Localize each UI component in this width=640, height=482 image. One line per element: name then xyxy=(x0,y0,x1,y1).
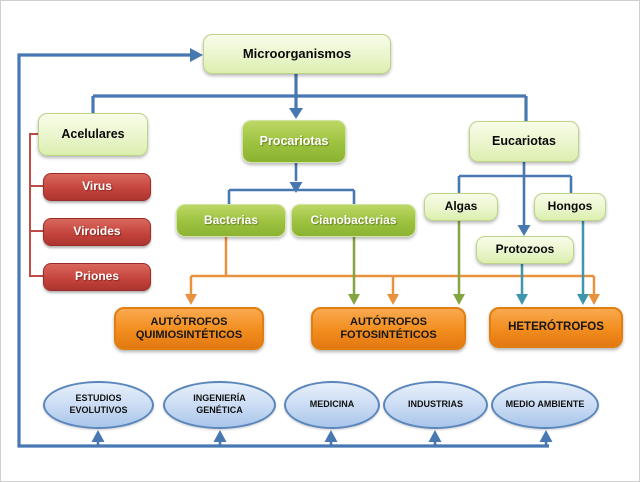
arrowhead-into-protozoos xyxy=(517,225,531,236)
node-algas: Algas xyxy=(424,193,498,221)
node-protozoos-label: Protozoos xyxy=(495,242,555,257)
arrowhead-teal-protozoos xyxy=(516,294,528,305)
node-autotrofos-fotosinteticos-label: AUTÓTROFOS FOTOSINTÉTICOS xyxy=(340,315,437,341)
chemosynthetic-connectors-orange xyxy=(185,237,600,305)
arrowhead-into-medicina xyxy=(324,430,338,442)
node-viroides-label: Viroides xyxy=(73,224,121,239)
node-hongos-label: Hongos xyxy=(547,199,593,214)
ellipse-ingenieria-genetica-label: INGENIERÍA GENÉTICA xyxy=(193,393,246,415)
arrowhead-teal-hongos xyxy=(577,294,589,305)
node-virus-label: Virus xyxy=(82,179,112,194)
node-priones-label: Priones xyxy=(74,269,119,284)
heterotroph-connectors-teal xyxy=(516,220,589,305)
eucariotas-split-connector xyxy=(457,161,573,236)
arrowhead-orange-into-fotosinteticos xyxy=(387,294,399,305)
node-bacterias: Bacterias xyxy=(176,204,286,237)
node-eucariotas: Eucariotas xyxy=(469,121,579,162)
arrowhead-green-cianobacterias xyxy=(348,294,360,305)
node-heterotrofos: HETERÓTROFOS xyxy=(489,307,623,348)
arrowhead-into-estudios xyxy=(91,430,105,442)
arrowhead-orange-into-heterotrofos xyxy=(588,294,600,305)
node-hongos: Hongos xyxy=(534,193,606,221)
arrowhead-green-algas xyxy=(453,294,465,305)
arrowhead-into-ingenieria xyxy=(213,430,227,442)
node-autotrofos-quimiosinteticos-label: AUTÓTROFOS QUIMIOSINTÉTICOS xyxy=(135,315,243,341)
arrowhead-into-microorganismos xyxy=(190,48,203,62)
arrowhead-into-medio-ambiente xyxy=(539,430,553,442)
node-cianobacterias-label: Cianobacterias xyxy=(310,212,397,227)
node-heterotrofos-label: HETERÓTROFOS xyxy=(508,320,604,333)
node-priones: Priones xyxy=(43,263,151,291)
hierarchy-connectors-level1 xyxy=(91,74,528,123)
ellipse-medicina: MEDICINA xyxy=(284,381,380,429)
node-viroides: Viroides xyxy=(43,218,151,246)
ellipse-industrias-label: INDUSTRIAS xyxy=(407,399,463,410)
ellipse-medio-ambiente-label: MEDIO AMBIENTE xyxy=(505,399,585,410)
arrowhead-procariotas-junction xyxy=(289,182,303,193)
node-eucariotas-label: Eucariotas xyxy=(492,134,556,149)
arrowhead-into-procariotas xyxy=(289,108,303,119)
ellipse-medicina-label: MEDICINA xyxy=(309,399,355,410)
node-bacterias-label: Bacterias xyxy=(203,212,259,227)
node-acelulares-label: Acelulares xyxy=(61,127,125,142)
ellipse-medio-ambiente: MEDIO AMBIENTE xyxy=(491,381,599,429)
arrowhead-orange-into-quimiosinteticos xyxy=(185,294,197,305)
acelulares-bracket-red xyxy=(29,133,44,277)
arrowhead-into-industrias xyxy=(428,430,442,442)
node-protozoos: Protozoos xyxy=(476,236,574,264)
node-autotrofos-quimiosinteticos: AUTÓTROFOS QUIMIOSINTÉTICOS xyxy=(114,307,264,350)
node-cianobacterias: Cianobacterias xyxy=(291,204,416,237)
node-procariotas: Procariotas xyxy=(242,120,346,163)
ellipse-ingenieria-genetica: INGENIERÍA GENÉTICA xyxy=(163,381,276,429)
node-microorganismos: Microorganismos xyxy=(203,34,391,74)
node-virus: Virus xyxy=(43,173,151,201)
ellipse-industrias: INDUSTRIAS xyxy=(383,381,488,429)
node-microorganismos-label: Microorganismos xyxy=(242,45,352,61)
node-algas-label: Algas xyxy=(444,199,478,214)
procariotas-split-connector xyxy=(227,162,356,205)
node-autotrofos-fotosinteticos: AUTÓTROFOS FOTOSINTÉTICOS xyxy=(311,307,466,350)
ellipse-estudios-evolutivos: ESTUDIOS EVOLUTIVOS xyxy=(43,381,154,429)
ellipse-estudios-evolutivos-label: ESTUDIOS EVOLUTIVOS xyxy=(69,393,128,415)
photosynthetic-connectors-green xyxy=(348,220,465,305)
node-procariotas-label: Procariotas xyxy=(259,134,329,149)
node-acelulares: Acelulares xyxy=(38,113,148,156)
feedback-loop-connector xyxy=(17,48,553,448)
